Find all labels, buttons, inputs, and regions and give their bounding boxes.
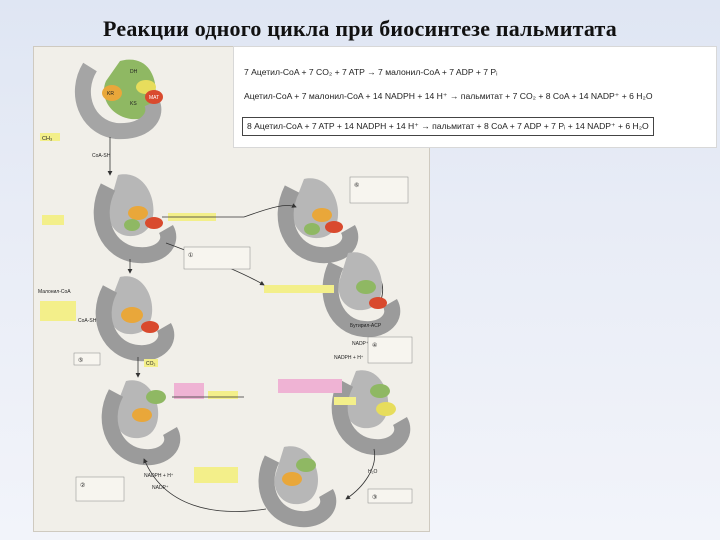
domain-kr-shape	[282, 472, 302, 486]
equation-line-2: Ацетил-CoA + 7 малонил-CoA + 14 NADPH + …	[244, 91, 653, 101]
domain-kr-shape	[128, 206, 148, 220]
domain-ks-ring	[258, 455, 337, 528]
note-box-step5	[73, 352, 101, 366]
step-2-marker: ②	[80, 482, 85, 489]
arrow-cycle-left	[143, 458, 267, 512]
domain-dh-shape	[370, 384, 390, 398]
label-coa-sh-1: CoA-SH	[92, 153, 111, 159]
enzyme-complex-right-2: Бутирил-ACP NADP⁺ NADPH + H⁺ ④	[264, 252, 413, 364]
label-nadph-1: NADPH + H⁺	[334, 355, 364, 361]
domain-kr-shape	[132, 408, 152, 422]
slide-title: Реакции одного цикла при биосинтезе паль…	[103, 16, 617, 41]
enzyme-complex-left-1	[42, 174, 244, 264]
equation-line-1: 7 Ацетил-CoA + 7 CO₂ + 7 ATP → 7 малонил…	[244, 67, 498, 77]
label-malonyl-coa: Малонил-CoA	[38, 289, 71, 295]
yellow-highlight-2	[334, 397, 356, 405]
pink-highlight-1	[174, 383, 204, 399]
domain-mat-shape	[145, 90, 163, 104]
equations-box: 7 Ацетил-CoA + 7 CO₂ + 7 ATP → 7 малонил…	[233, 46, 717, 148]
domain-ks-ring	[101, 389, 181, 466]
domain-acp-shape	[376, 402, 396, 416]
label-h2o: H₂O	[368, 469, 378, 475]
step-5-marker: ⑤	[78, 357, 83, 364]
note-box-step2	[75, 476, 125, 502]
domain-er-shape	[108, 276, 153, 335]
pink-highlight-2	[278, 379, 342, 393]
malonyl-entry: Малонил-CoA CoA-SH	[38, 289, 97, 324]
yellow-highlight-1	[208, 391, 238, 399]
enzyme-complex-right-3: H₂O ③	[278, 370, 413, 504]
domain-kr-shape	[102, 85, 122, 101]
note-box-step1	[183, 246, 251, 270]
enzyme-complex-left-3	[101, 380, 244, 466]
step-6-marker: ⑥	[354, 182, 359, 189]
butyryl-highlight	[264, 285, 334, 293]
domain-ks-ring	[331, 379, 411, 456]
label-co2: CO₂	[146, 361, 156, 367]
enzyme-complex-right-1: ⑥	[277, 176, 409, 304]
label-nadp-2: NADP⁺	[152, 485, 169, 491]
step-1-marker: ①	[188, 252, 193, 259]
arrow-cycle-top	[243, 203, 297, 218]
enzyme-complex-start: KS MAT KR DH	[74, 59, 163, 140]
domain-dh-shape	[103, 59, 156, 120]
domain-mat-shape	[145, 217, 163, 229]
co2-highlight	[144, 359, 158, 367]
domain-dh-shape	[304, 223, 320, 235]
label-butyryl-acp: Бутирил-ACP	[350, 323, 382, 329]
acetyl-acp-highlight	[42, 215, 64, 225]
arrow-cycle-bottom	[345, 448, 376, 500]
domain-dh-shape	[356, 280, 376, 294]
acetyl-entry: CH₃ CoA-SH	[40, 133, 113, 176]
acetyl-highlight	[40, 133, 60, 141]
note-box-step3	[367, 488, 413, 504]
note-box-step6	[349, 176, 409, 204]
domain-er-shape	[338, 252, 383, 311]
enzyme-complex-left-2: ⑤ CO₂	[73, 276, 175, 367]
domain-er-shape	[292, 178, 339, 239]
domain-ks-ring	[95, 285, 175, 362]
domain-ks-ring	[74, 62, 162, 140]
label-coa-sh-2: CoA-SH	[78, 318, 97, 324]
enzyme-complex-bottom: NADPH + H⁺ NADP⁺ ②	[75, 446, 337, 528]
domain-ks-ring	[277, 185, 359, 264]
domain-dh-shape	[296, 458, 316, 472]
domain-mat-shape	[325, 221, 343, 233]
label-nadph-2: NADPH + H⁺	[144, 473, 174, 479]
domain-mat-shape	[369, 297, 387, 309]
equation-line-3: 8 Ацетил-CoA + 7 ATP + 14 NADPH + 14 H⁺ …	[242, 117, 654, 136]
domain-er-shape	[114, 380, 159, 439]
domain-er-shape	[108, 174, 154, 237]
domain-label-kr: KR	[107, 91, 114, 97]
domain-kr-shape	[312, 208, 332, 222]
note-box-step4	[367, 336, 413, 364]
acetyl-ch3: CH₃	[42, 136, 52, 142]
step-4-marker: ④	[372, 342, 377, 349]
step-3-marker: ③	[372, 494, 377, 501]
label-nadp-1: NADP⁺	[352, 341, 369, 347]
fas-cycle-diagram: KS MAT KR DH CH₃ CoA-SH	[38, 59, 413, 528]
domain-dh-shape	[124, 219, 140, 231]
domain-dh-shape	[146, 390, 166, 404]
domain-mat-shape	[141, 321, 159, 333]
domain-label-ks: KS	[130, 101, 137, 107]
domain-label-mat: MAT	[149, 95, 159, 101]
malonyl-highlight	[40, 301, 76, 321]
domain-kr-shape	[121, 307, 143, 323]
yellow-highlight-3	[194, 467, 238, 483]
domain-label-dh: DH	[130, 69, 138, 75]
